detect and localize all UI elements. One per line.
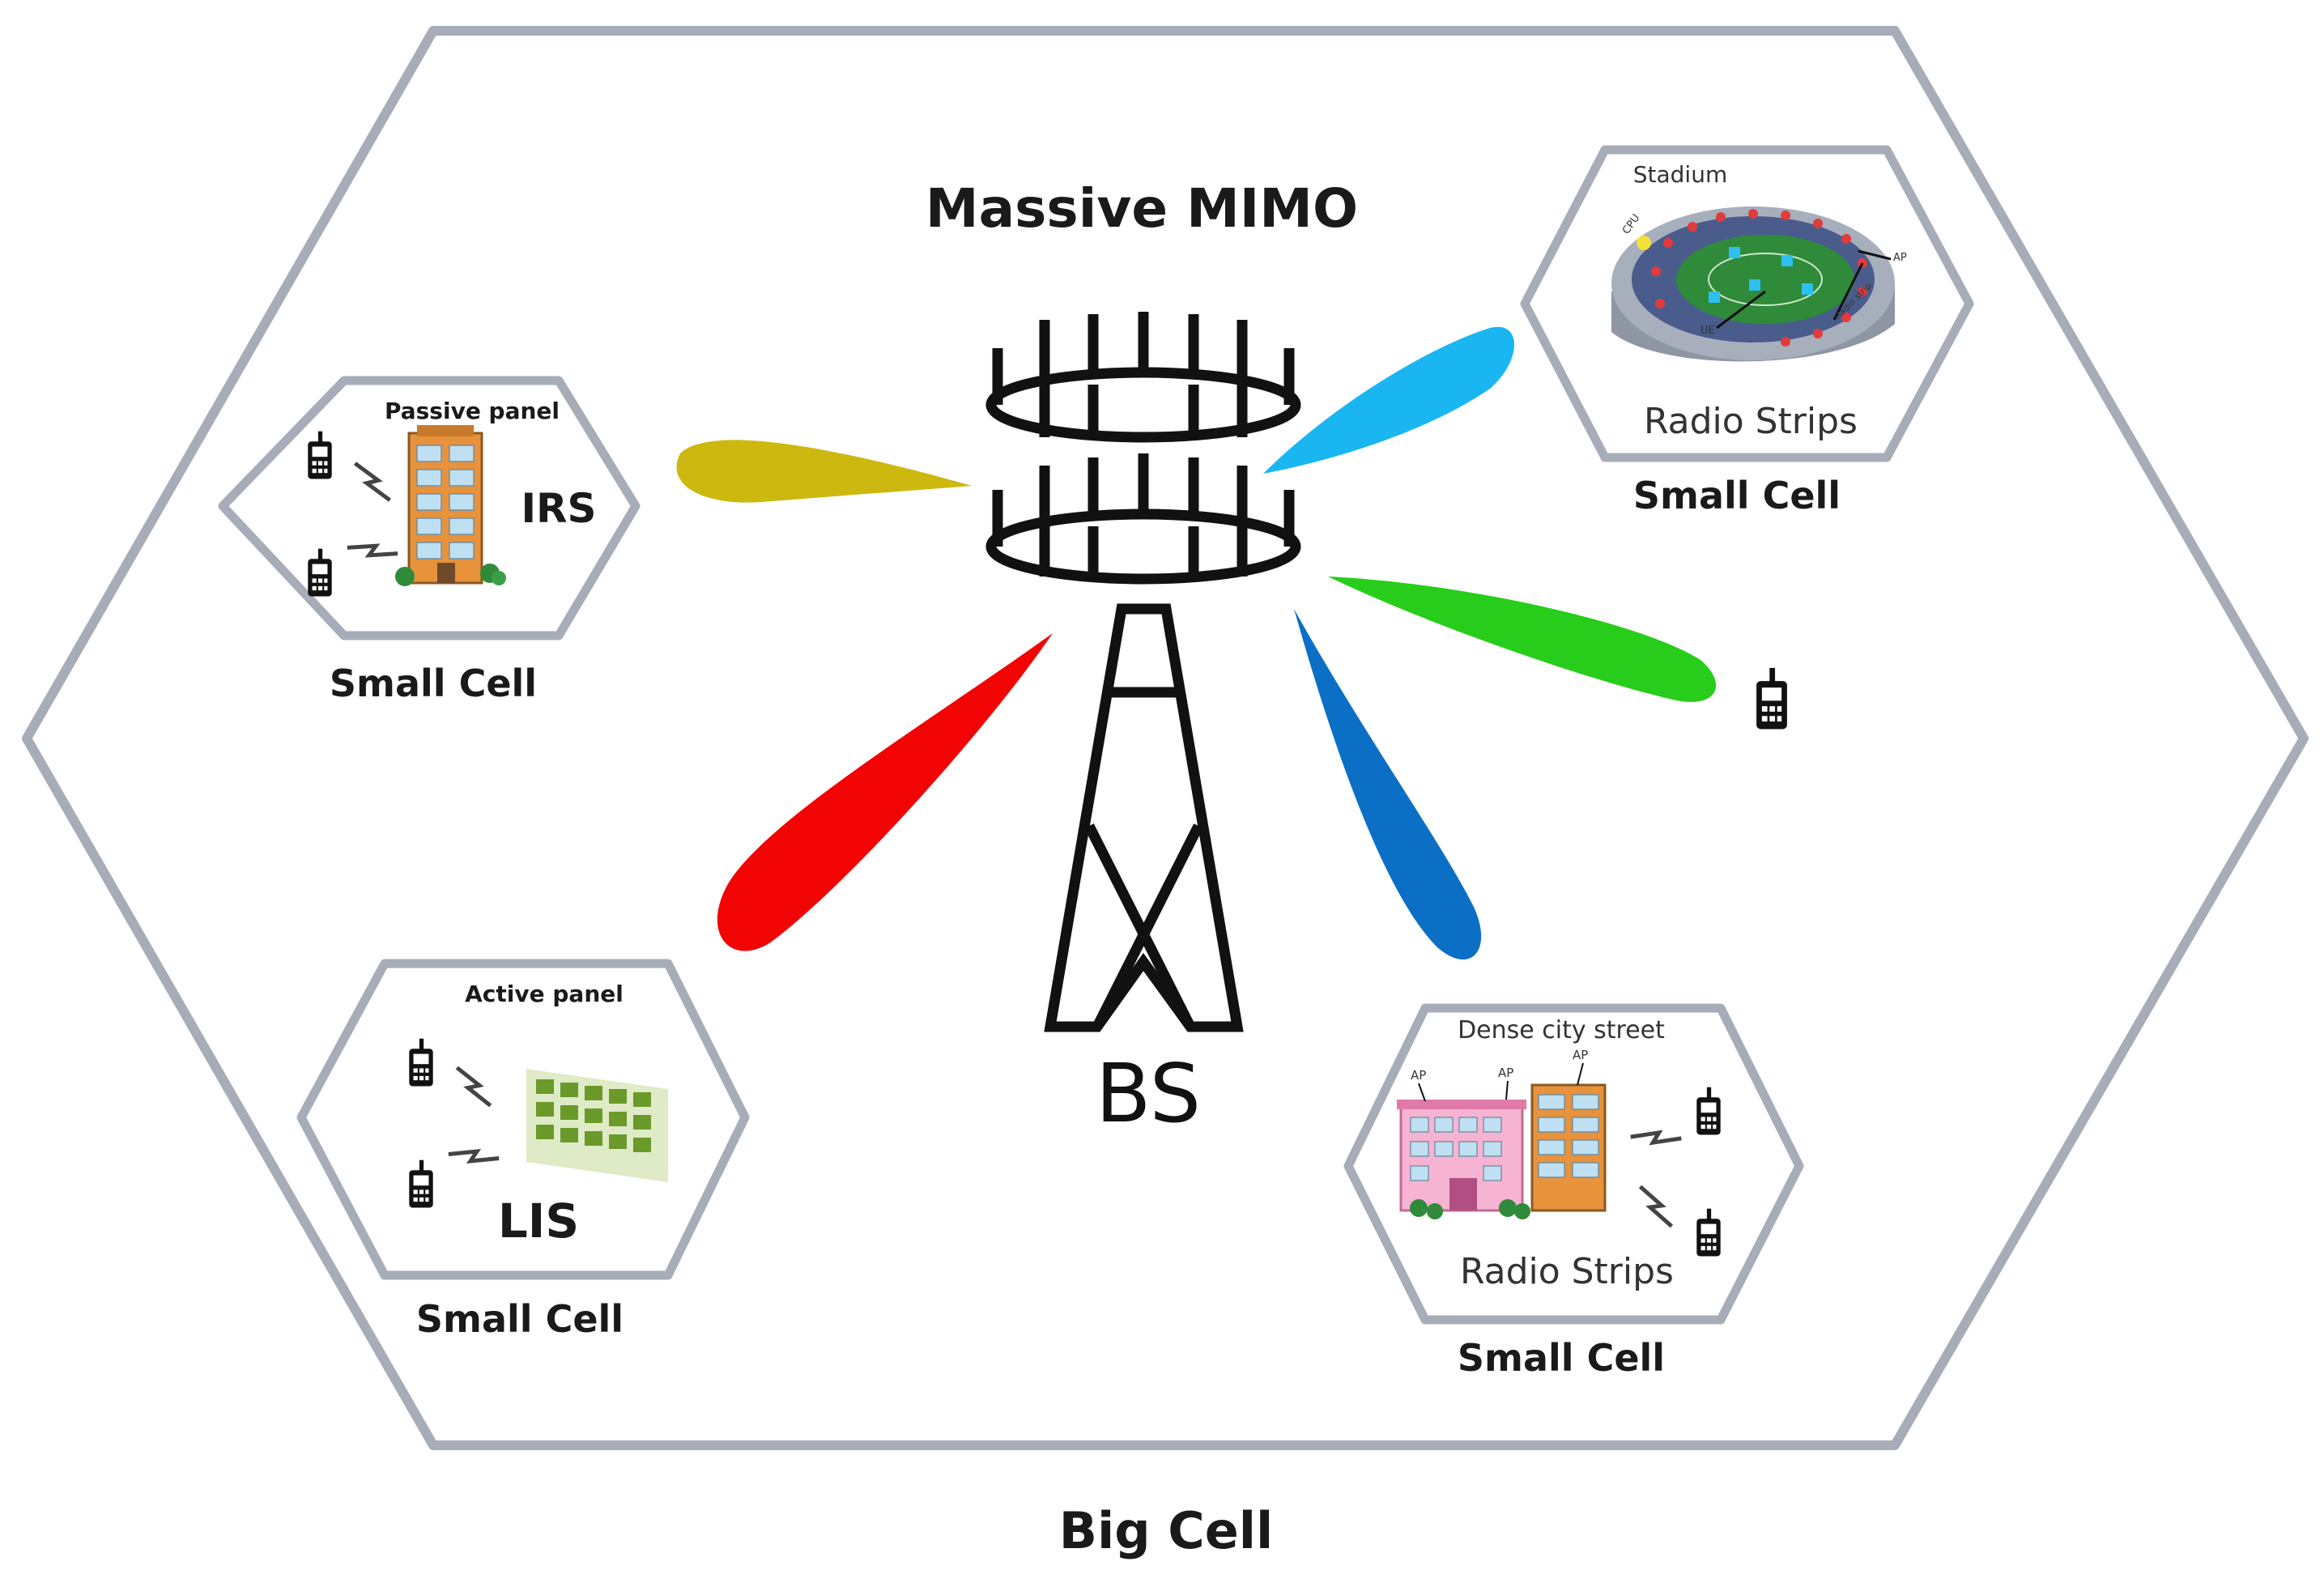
beams: [676, 326, 1717, 960]
stadium-title: Stadium: [1633, 161, 1727, 188]
big-cell-label: Big Cell: [1059, 1501, 1274, 1560]
stadium-small-cell-label: Small Cell: [1633, 474, 1841, 517]
irs-cell: Passive panel IRS: [218, 376, 641, 640]
street-cell: Dense city street: [1343, 1003, 1804, 1325]
panel-icon: [526, 1069, 668, 1182]
street-tag-ap-3: AP: [1573, 1048, 1588, 1062]
stadium-tag-ap: AP: [1893, 252, 1907, 264]
beam-blue: [1294, 609, 1482, 960]
stadium-cell: Stadium CPU AP: [1520, 145, 1974, 462]
lis-small-cell-label: Small Cell: [416, 1297, 624, 1341]
beam-red: [717, 633, 1053, 951]
stadium-tag-ue: UE: [1700, 325, 1715, 337]
massive-mimo-title: Massive MIMO: [926, 177, 1358, 240]
big-cell-hexagon: [22, 26, 2309, 1450]
lis-label: LIS: [498, 1193, 579, 1249]
stadium-icon: CPU AP UE Radio strip: [1611, 206, 1907, 362]
tower-icon: [985, 312, 1301, 1032]
irs-panel-label: Passive panel: [385, 398, 560, 424]
beam-green: [1328, 577, 1717, 702]
lis-cell: Active panel LIS: [296, 959, 750, 1280]
beam-cyan: [1263, 326, 1514, 474]
street-tech-label: Radio Strips: [1460, 1251, 1674, 1292]
irs-small-cell-label: Small Cell: [330, 662, 537, 705]
phone-icon: [1756, 667, 1787, 730]
street-tag-ap-1: AP: [1411, 1068, 1426, 1083]
building-icon: AP AP AP: [1397, 1048, 1607, 1219]
lis-panel-label: Active panel: [465, 981, 624, 1007]
building-icon: [395, 425, 506, 586]
beam-olive: [676, 440, 972, 503]
stadium-tech-label: Radio Strips: [1644, 401, 1858, 442]
street-tag-ap-2: AP: [1498, 1066, 1513, 1080]
bs-label: BS: [1096, 1046, 1201, 1141]
street-small-cell-label: Small Cell: [1458, 1336, 1665, 1380]
street-title: Dense city street: [1458, 1016, 1665, 1045]
irs-label: IRS: [521, 485, 596, 532]
